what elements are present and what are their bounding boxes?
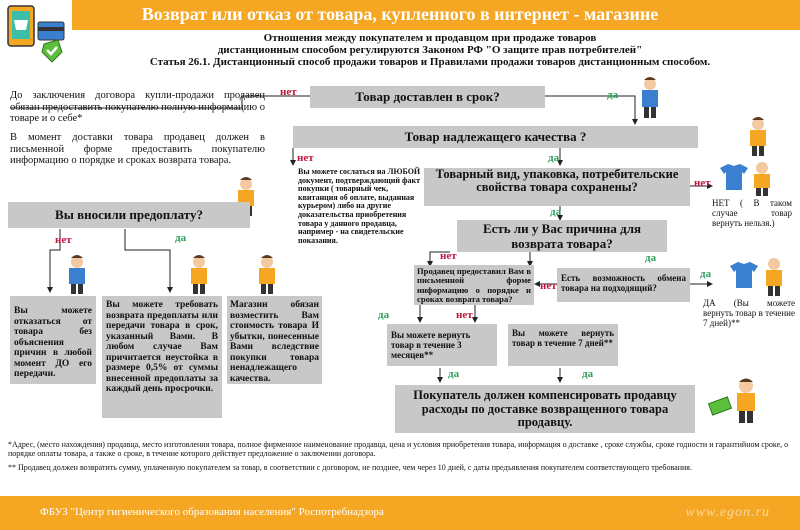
return-7-days-box: Вы можете вернуть товар в течение 7 дней… [508, 324, 618, 366]
question-delivered-on-time: Товар доставлен в срок? [310, 86, 545, 108]
person-figure [253, 254, 281, 299]
delivery-info: В момент доставки товара продавец должен… [10, 132, 265, 167]
footnote-refund: ** Продавец должен возвратить сумму, упл… [8, 463, 792, 472]
label-no: нет [694, 177, 711, 189]
person-figure [636, 76, 664, 123]
label-yes: да [645, 252, 656, 264]
prepaid-return-box: Вы можете требовать возврата предоплаты … [102, 296, 222, 418]
person-with-shirt-figure [718, 160, 774, 201]
refuse-before-transfer-box: Вы можете отказаться от товара без объяс… [10, 296, 96, 384]
question-appearance-preserved: Товарный вид, упаковка, потребительские … [424, 168, 690, 206]
final-delivery-costs-box: Покупатель должен компенсировать продавц… [395, 385, 695, 433]
question-prepaid: Вы вносили предоплату? [8, 202, 250, 228]
label-yes: да [548, 152, 559, 164]
label-yes: да [550, 206, 561, 218]
label-no: нет [297, 152, 314, 164]
person-with-shirt-figure [728, 256, 786, 301]
yes-7-days-box: ДА (Вы можете вернуть товар в течение 7 … [703, 298, 795, 328]
return-3-months-box: Вы можете вернуть товар в течение 3 меся… [387, 324, 497, 366]
label-no: нет [440, 250, 457, 262]
label-yes: да [448, 368, 459, 380]
footnote-address: *Адрес, (место нахождения) продавца, мес… [8, 440, 792, 458]
question-exchange-possible: Есть возможность обмена товара на подход… [557, 268, 690, 302]
label-no: нет [456, 309, 473, 321]
person-figure [185, 254, 213, 299]
person-with-money-figure [706, 376, 766, 429]
any-document-box: Вы можете сослаться на ЛЮБОЙ документ, п… [298, 168, 423, 245]
label-yes: да [607, 89, 618, 101]
no-return-box: НЕТ ( В таком случае товар вернуть нельз… [712, 198, 792, 228]
person-figure [63, 254, 91, 299]
question-reason-for-return: Есть ли у Вас причина для возврата товар… [457, 220, 667, 252]
label-no: нет [55, 234, 72, 246]
label-no: нет [280, 86, 297, 98]
footer-watermark-site: www.egon.ru [685, 505, 770, 521]
label-no: нет [540, 280, 557, 292]
question-proper-quality: Товар надлежащего качества ? [293, 126, 698, 148]
person-figure [743, 116, 773, 161]
question-seller-informed: Продавец предоставил Вам в письменной фо… [414, 265, 534, 305]
label-yes: да [175, 232, 186, 244]
label-yes: да [378, 309, 389, 321]
label-yes: да [582, 368, 593, 380]
label-yes: да [700, 268, 711, 280]
pre-contract-info: До заключения договора купли-продажи про… [10, 90, 265, 125]
shop-compensates-box: Магазин обязан возместить Вам стоимость … [227, 296, 322, 384]
footer-organization: ФБУЗ "Центр гигиенического образования н… [40, 506, 384, 518]
